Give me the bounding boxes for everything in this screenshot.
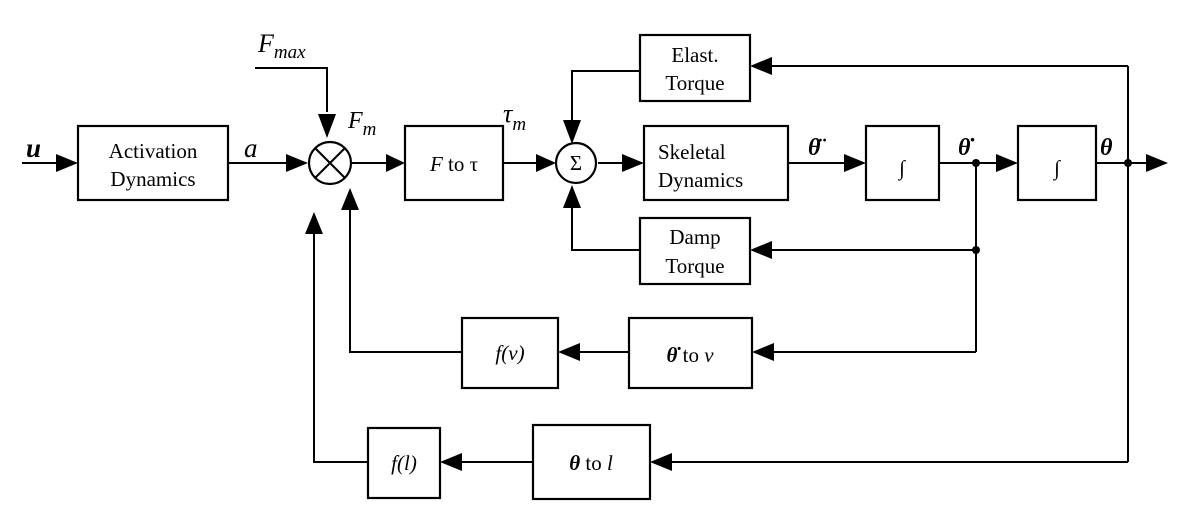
block-label-post: to — [677, 343, 704, 367]
block-label-line2: Dynamics — [110, 167, 195, 191]
sigma-icon: Σ — [570, 151, 582, 175]
arrowhead-left-icon — [650, 453, 672, 471]
arrowhead-up-icon — [341, 188, 359, 210]
svg-text:θ to l: θ to l — [569, 451, 613, 475]
signal-label-tau-m: τm — [503, 99, 526, 135]
block-label-var: v — [704, 343, 714, 367]
block-f-of-v: f(v) — [460, 316, 560, 390]
arrowhead-right-icon — [844, 154, 866, 172]
signal-label-u: u — [26, 133, 41, 163]
signal-label-theta-dot: θ̇ — [958, 135, 974, 161]
junction-dot — [972, 246, 980, 254]
block-label-line1: Damp — [669, 225, 720, 249]
block-skeletal-dynamics: Skeletal Dynamics — [642, 124, 790, 202]
signal-label-fmax: Fmax — [257, 29, 306, 63]
multiplier-junction — [307, 140, 353, 186]
junction-dots — [972, 159, 1132, 254]
arrowhead-right-icon — [56, 154, 78, 172]
junction-dot — [972, 159, 980, 167]
signal-label-theta-ddot: θ̈ — [808, 135, 826, 161]
svg-text:F to τ: F to τ — [429, 152, 478, 176]
block-label-line2: Torque — [665, 71, 724, 95]
block-label-line1: Activation — [109, 139, 198, 163]
signal-label-theta: θ — [1100, 135, 1113, 161]
block-label-line2: Dynamics — [658, 168, 743, 192]
block-theta-to-l: θ to l — [531, 423, 652, 501]
block-integrator-2: ∫ — [1016, 124, 1098, 202]
arrowhead-up-icon — [563, 185, 581, 208]
arrowhead-right-icon — [286, 154, 308, 172]
block-label-var: l — [607, 451, 613, 475]
block-f-to-tau: F to τ — [403, 124, 505, 202]
block-label-post: to — [580, 451, 607, 475]
signal-labels: u a Fmax Fm τm θ̈ θ̇ θ — [26, 29, 1113, 163]
wire-fl-to-mult — [313, 232, 368, 463]
arrowhead-right-icon — [386, 154, 405, 172]
block-label: f(l) — [391, 451, 417, 475]
junction-dot — [1124, 159, 1132, 167]
block-label-pre: F — [429, 152, 443, 176]
summing-junction: Σ — [554, 141, 598, 185]
block-f-of-l: f(l) — [366, 426, 442, 500]
arrowhead-left-icon — [440, 453, 462, 471]
block-label-pre: θ — [569, 451, 580, 475]
arrowheads — [56, 57, 1168, 471]
integral-icon: ∫ — [897, 156, 906, 181]
arrowhead-left-icon — [558, 343, 580, 361]
block-integrator-1: ∫ — [864, 124, 941, 202]
arrowhead-right-icon — [536, 154, 556, 172]
arrowhead-right-icon — [622, 154, 644, 172]
arrowhead-left-icon — [750, 57, 772, 75]
integral-icon: ∫ — [1052, 156, 1061, 181]
block-theta-dot-to-v: θ̇ to v — [627, 316, 754, 390]
block-activation-dynamics: Activation Dynamics — [76, 124, 230, 202]
arrowhead-down-icon — [318, 114, 336, 138]
arrowhead-right-icon — [1146, 154, 1168, 172]
wire-damp-to-sum — [571, 206, 640, 251]
block-elast-torque: Elast. Torque — [638, 33, 752, 103]
block-label-line1: Elast. — [671, 43, 718, 67]
signal-wires — [22, 65, 1148, 463]
arrowhead-down-icon — [563, 120, 581, 144]
arrowhead-right-icon — [996, 154, 1018, 172]
wire-elast-to-sum — [571, 70, 640, 122]
block-label: f(v) — [495, 341, 524, 365]
signal-label-a: a — [244, 133, 258, 163]
block-damp-torque: Damp Torque — [638, 216, 752, 286]
block-label-post: to τ — [443, 152, 478, 176]
wire-fv-to-mult — [349, 207, 462, 353]
arrowhead-left-icon — [752, 343, 774, 361]
wire-fmax — [255, 67, 328, 112]
arrowhead-up-icon — [305, 212, 323, 234]
svg-text:θ̇ to v: θ̇ to v — [666, 343, 714, 367]
arrowhead-left-icon — [750, 241, 772, 259]
signal-label-fm: Fm — [347, 108, 376, 140]
block-label-line2: Torque — [665, 254, 724, 278]
block-label-line1: Skeletal — [658, 140, 726, 164]
